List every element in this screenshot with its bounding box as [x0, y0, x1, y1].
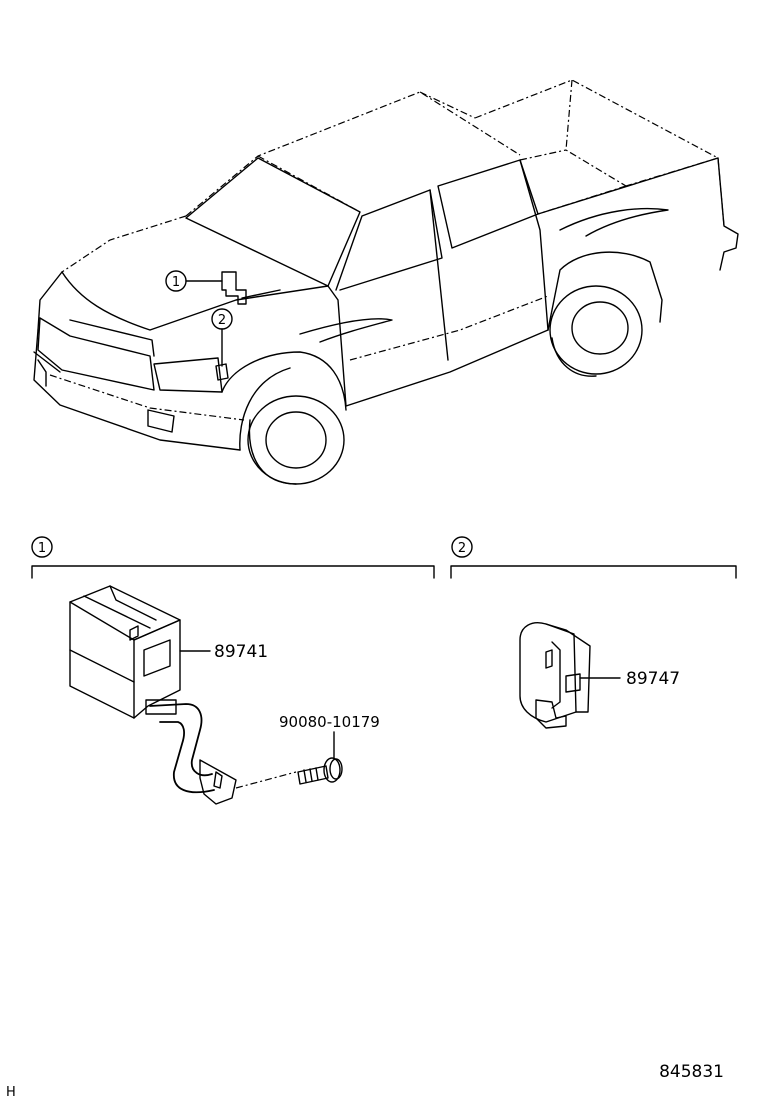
part-label-89747: 89747	[626, 669, 680, 689]
truck-illustration	[33, 79, 739, 485]
callout-2-label: 2	[218, 313, 226, 328]
diagram-reference-code: 845831	[659, 1062, 724, 1082]
sensor-89747-drawing	[519, 622, 621, 729]
section-1-number: 1	[38, 541, 46, 556]
module-89741-drawing	[69, 585, 297, 805]
callout-1-label: 1	[172, 275, 180, 290]
section-2-header: 2	[450, 536, 737, 579]
part-label-90080-10179: 90080-10179	[279, 713, 380, 731]
bolt-90080-10179-drawing	[297, 731, 343, 785]
truck-callout-1: 1	[165, 270, 223, 292]
section-2-number: 2	[458, 541, 466, 556]
corner-mark: H	[6, 1085, 16, 1100]
part-label-89741: 89741	[214, 642, 268, 662]
truck-callout-2: 2	[211, 308, 233, 367]
section-1-header: 1	[31, 536, 435, 579]
